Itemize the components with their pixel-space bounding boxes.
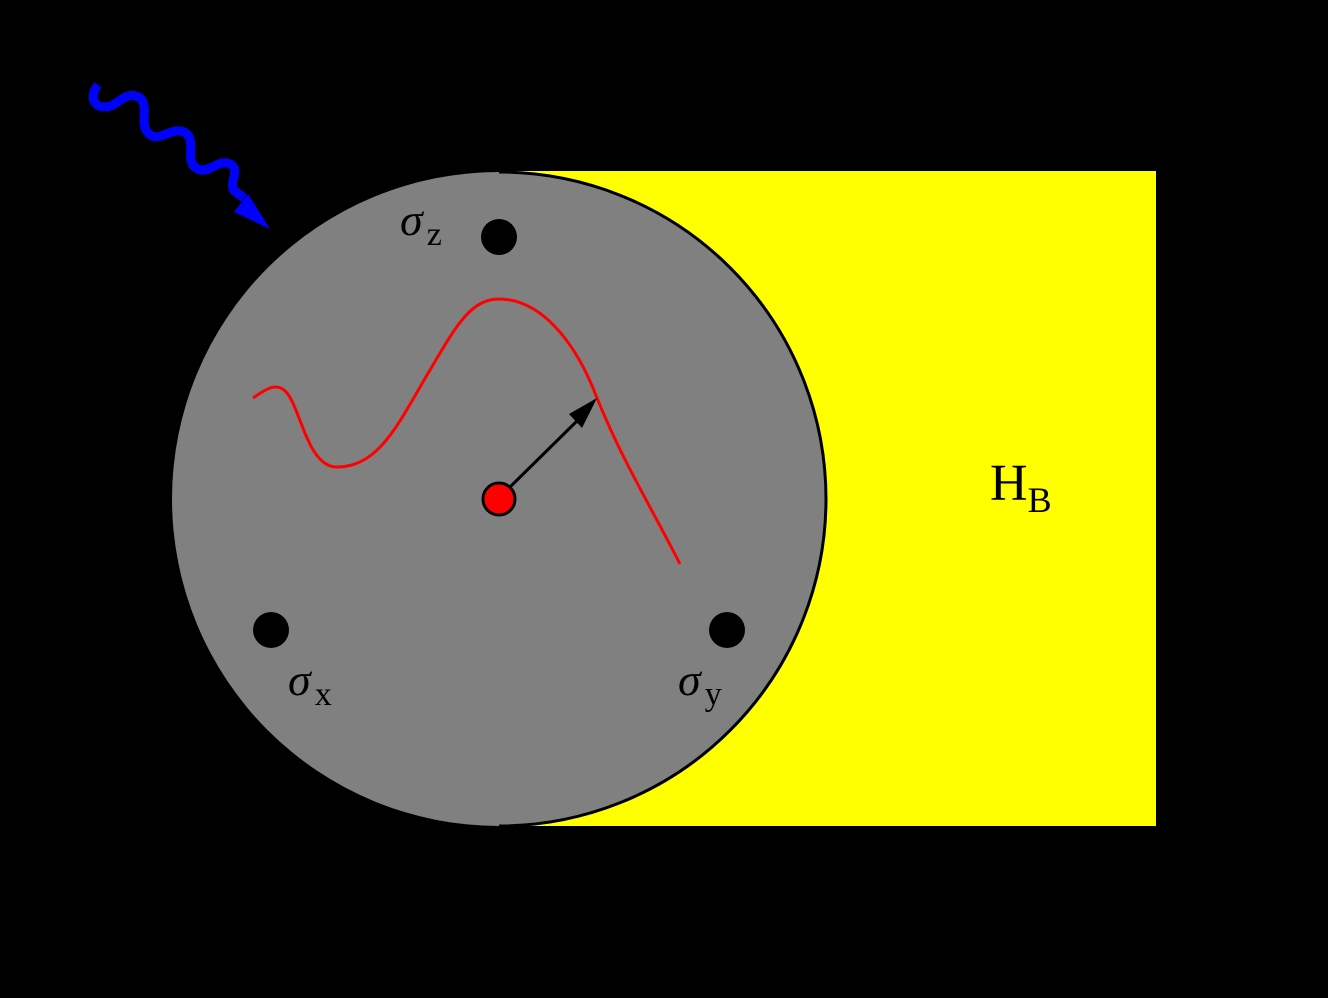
direction-arrow: [508, 398, 597, 489]
sigma-y-dot: [709, 612, 745, 648]
trajectory-curve: [252, 297, 682, 565]
arrowhead-icon: [569, 398, 597, 428]
arrowhead-icon: [234, 194, 270, 229]
wavy-line-icon: [88, 82, 247, 202]
system-boundary: [498, 170, 828, 828]
sigma-x-dot: [253, 612, 289, 648]
sigma-z-dot: [481, 219, 517, 255]
incoming-photon-arrow: [88, 82, 270, 229]
center-particle: [481, 481, 517, 517]
bath-hamiltonian-label: HB: [990, 455, 1052, 520]
